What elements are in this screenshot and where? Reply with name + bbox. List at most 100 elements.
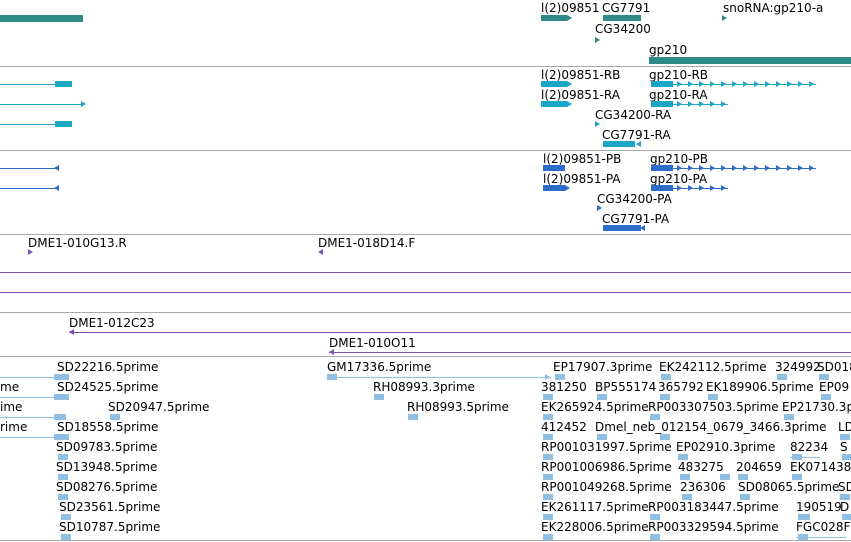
intron-line[interactable] — [728, 167, 739, 169]
est-alignment[interactable] — [792, 474, 802, 480]
exon-block[interactable] — [541, 101, 567, 107]
est-alignment[interactable] — [650, 534, 660, 540]
intron-line[interactable] — [805, 83, 816, 85]
est-alignment[interactable] — [821, 394, 831, 400]
feature-label[interactable]: SD18558.5prime — [57, 420, 159, 434]
feature-label[interactable]: l(2)09851-RA — [541, 88, 620, 102]
feature-label[interactable]: ime — [0, 400, 23, 414]
feature-line[interactable] — [0, 417, 60, 418]
est-alignment[interactable] — [59, 394, 69, 400]
est-alignment[interactable] — [54, 414, 66, 420]
feature-label[interactable]: SD09783.5prime — [56, 440, 158, 454]
feature-label[interactable]: RP001031997.5prime — [541, 440, 672, 454]
exon-block[interactable] — [651, 81, 673, 87]
est-alignment[interactable] — [543, 394, 553, 400]
feature-label[interactable]: DME1-018D14.F — [318, 236, 416, 250]
est-alignment[interactable] — [842, 454, 851, 460]
est-alignment[interactable] — [58, 494, 68, 500]
est-alignment[interactable] — [327, 374, 337, 380]
feature-label[interactable]: DME1-012C23 — [69, 316, 155, 330]
intron-line[interactable] — [684, 187, 695, 189]
feature-label[interactable]: snoRNA:gp210-a — [723, 1, 824, 15]
feature-label[interactable]: 412452 — [541, 420, 587, 434]
est-alignment[interactable] — [543, 414, 553, 420]
feature-label[interactable]: SD10787.5prime — [59, 520, 161, 534]
intron-line[interactable] — [783, 167, 794, 169]
feature-label[interactable]: RP003329594.5prime — [648, 520, 779, 534]
feature-label[interactable]: 204659 — [736, 460, 782, 474]
feature-label[interactable]: 324992 — [775, 360, 821, 374]
est-alignment[interactable] — [680, 474, 690, 480]
feature-label[interactable]: SD08276.5prime — [56, 480, 158, 494]
intron-line[interactable] — [739, 167, 750, 169]
feature-label[interactable]: l(2)09851-PA — [543, 172, 621, 186]
intron-line[interactable] — [706, 103, 717, 105]
feature-label[interactable]: S — [840, 440, 848, 454]
feature-label[interactable]: CG34200-RA — [595, 108, 672, 122]
est-alignment[interactable] — [777, 374, 787, 380]
feature-label[interactable]: gp210-PB — [650, 152, 708, 166]
feature-line[interactable] — [0, 397, 60, 398]
feature-label[interactable]: l(2)09851-RB — [541, 68, 621, 82]
intron-line[interactable] — [728, 83, 739, 85]
feature-label[interactable]: SD08065.5prime — [738, 480, 840, 494]
exon-block[interactable] — [651, 165, 673, 171]
intron-line[interactable] — [684, 103, 695, 105]
gene-block[interactable] — [0, 15, 83, 22]
feature-label[interactable]: GM17336.5prime — [327, 360, 432, 374]
est-alignment[interactable] — [543, 434, 553, 440]
intron-line[interactable] — [684, 167, 695, 169]
est-alignment[interactable] — [842, 514, 851, 520]
feature-label[interactable]: l(2)09851-PB — [543, 152, 622, 166]
feature-label[interactable]: 190519 — [796, 500, 842, 514]
est-alignment[interactable] — [660, 434, 670, 440]
est-alignment[interactable] — [708, 394, 718, 400]
est-alignment[interactable] — [61, 514, 71, 520]
feature-label[interactable]: EK242112.5prime — [659, 360, 767, 374]
feature-label[interactable]: RP001049268.5prime — [541, 480, 672, 494]
intron-line[interactable] — [717, 103, 728, 105]
gene-block[interactable] — [541, 15, 567, 21]
est-alignment[interactable] — [543, 514, 553, 520]
feature-label[interactable]: SD22216.5prime — [57, 360, 159, 374]
intron-line[interactable] — [673, 167, 684, 169]
feature-line[interactable] — [0, 168, 56, 169]
intron-line[interactable] — [717, 167, 728, 169]
feature-label[interactable]: 236306 — [680, 480, 726, 494]
feature-label[interactable]: 483275 — [678, 460, 724, 474]
intron-line[interactable] — [673, 187, 684, 189]
est-alignment[interactable] — [597, 434, 607, 440]
feature-label[interactable]: DME1-010G13.R — [28, 236, 127, 250]
feature-label[interactable]: SD20947.5prime — [108, 400, 210, 414]
est-alignment[interactable] — [408, 414, 418, 420]
intron-line[interactable] — [706, 167, 717, 169]
feature-label[interactable]: SD13948.5prime — [56, 460, 158, 474]
feature-line[interactable] — [0, 104, 82, 105]
est-alignment[interactable] — [597, 394, 607, 400]
feature-label[interactable]: EK261117.5prime — [541, 500, 649, 514]
est-alignment[interactable] — [543, 454, 553, 460]
intron-line[interactable] — [695, 83, 706, 85]
feature-label[interactable]: RP001006986.5prime — [541, 460, 672, 474]
feature-label[interactable]: CG34200-PA — [597, 192, 672, 206]
intron-line[interactable] — [783, 83, 794, 85]
feature-label[interactable]: FGC028F — [796, 520, 851, 534]
intron-line[interactable] — [750, 167, 761, 169]
feature-label[interactable]: CG7791 — [602, 1, 651, 15]
exon-block[interactable] — [603, 225, 641, 231]
est-alignment[interactable] — [661, 374, 671, 380]
feature-label[interactable]: l(2)09851 — [541, 1, 600, 15]
est-alignment[interactable] — [59, 434, 69, 440]
feature-label[interactable]: EK265924.5prime — [541, 400, 649, 414]
est-alignment[interactable] — [543, 534, 553, 540]
est-alignment[interactable] — [840, 434, 850, 440]
feature-label[interactable]: CG7791-PA — [602, 212, 670, 226]
feature-label[interactable]: LD — [838, 420, 851, 434]
feature-line[interactable] — [790, 457, 820, 458]
feature-label[interactable]: SD24525.5prime — [57, 380, 159, 394]
intron-line[interactable] — [805, 167, 816, 169]
intron-line[interactable] — [761, 167, 772, 169]
feature-line[interactable] — [327, 377, 551, 378]
exon-block[interactable] — [55, 81, 72, 87]
feature-label[interactable]: RP003307503.5prime — [648, 400, 779, 414]
